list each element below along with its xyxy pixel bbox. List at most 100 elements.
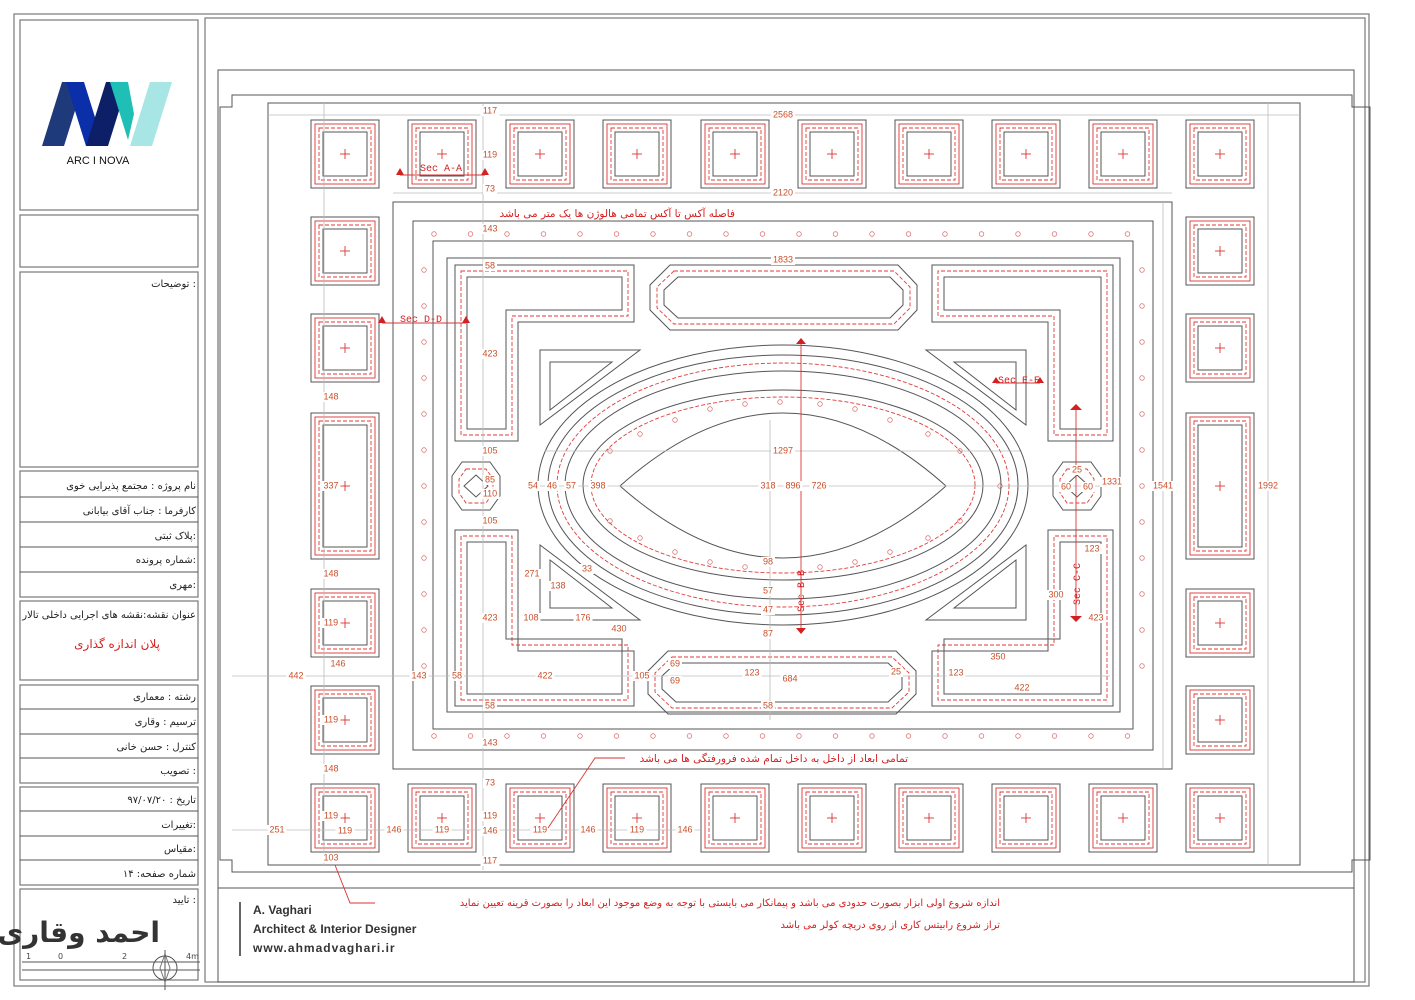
dimension-label: 423 [1088,612,1103,622]
halogen-light [942,733,948,739]
dimension-label: 87 [763,628,773,638]
dimension-label: 105 [482,515,497,525]
coffer-tile [1185,313,1255,383]
halogen-light [650,733,656,739]
dimension-label: 105 [482,445,497,455]
dimension-label: 57 [763,585,773,595]
dimension-label: 1833 [773,254,793,264]
dimension-label: 73 [485,777,495,787]
coffer-tile [797,783,867,853]
dimension-label: 138 [550,580,565,590]
approved-by: تصویب : [160,766,196,777]
halogen-light [1139,339,1145,345]
dimension-label: 896 [785,480,800,490]
note-level-start: تراز شروع رابیتس کاری از روی دریچه کولر … [781,920,1001,931]
coffer-tile [310,313,380,383]
dimension-label: 143 [482,737,497,747]
halogen-light [637,431,643,437]
halogen-light [650,231,656,237]
halogen-light [540,733,547,739]
halogen-light [672,417,678,423]
dimension-label: 58 [452,670,462,680]
halogen-light [613,231,620,237]
halogen-light [887,549,893,555]
square-coffers [310,119,1255,853]
halogen-light [1139,627,1145,633]
dimension-label: 117 [483,105,497,115]
dimension-label: 271 [524,568,539,578]
dimension-label: 85 [485,474,495,484]
dimension-label: 148 [323,568,338,578]
dimension-label: 684 [782,673,797,683]
dimension-label: 73 [485,183,495,193]
halogen-light [504,231,510,237]
dimension-label: 119 [324,714,338,724]
halogen-light [978,231,985,237]
halogen-light [1051,231,1058,237]
coffer-tile [797,119,867,189]
client-name: کارفرما : جناب آقای بیابانی [83,504,197,517]
file-number: شماره پرونده: [136,555,196,566]
halogen-light [925,535,931,541]
halogen-light [1015,733,1021,739]
halogen-light [707,559,713,565]
halogen-light [905,733,912,739]
dimension-label: 123 [948,667,963,677]
coffer-tile [310,119,380,189]
dimension-label: 1331 [1102,476,1122,486]
ceiling-band [267,102,1301,866]
dimension-label: 119 [483,810,497,820]
scale-bar: 1 0 2 4m [22,952,200,971]
dimension-label: 1297 [773,445,793,455]
dimension-label: 33 [582,563,592,573]
halogen-light [942,231,948,237]
halogen-light [869,231,875,237]
dimension-label: 1992 [1258,480,1278,490]
dimension-label: 146 [677,824,692,834]
coffer-tile [1185,412,1255,560]
halogen-light [978,733,985,739]
halogen-light [421,375,427,381]
dimension-label: 57 [566,480,576,490]
scale-tick: 1 [26,952,31,961]
halogen-light [421,411,427,417]
designer-website[interactable]: www.ahmadvaghari.ir [252,941,396,955]
halogen-light [742,564,748,570]
dimension-label: 69 [670,658,680,668]
halogen-light [421,555,427,561]
dimension-label: 2568 [773,109,793,119]
dimension-label: 2120 [773,187,793,197]
dimension-label: 54 [528,480,538,490]
coffer-tile [1185,685,1255,755]
coffer-tile [1185,119,1255,189]
sheet-number: شماره صفحه: ۱۴ [123,869,196,880]
central-oval [537,344,1120,720]
north-arrow-icon [152,950,178,990]
halogen-light [852,559,858,565]
coffer-tile [310,412,380,560]
dimension-label: 119 [630,824,644,834]
halogen-light [925,431,931,437]
dimension-label: 119 [338,825,352,835]
halogen-light [421,483,427,489]
checked-by: کنترل : حسن خانی [116,742,196,753]
signature-logo: احمد وقاری [0,916,160,949]
halogen-light [540,231,547,237]
halogen-light [421,303,427,309]
designer-role: Architect & Interior Designer [253,922,417,936]
dimension-label: 69 [670,675,680,685]
dimension-label: 105 [634,670,649,680]
halogen-light [796,733,802,739]
halogen-light [421,627,427,633]
coffer-tile [602,119,672,189]
dimension-label: 146 [330,658,345,668]
halogen-light [637,535,643,541]
dimension-label: 119 [324,617,338,627]
central-lens [619,412,947,559]
coffer-tile [991,783,1061,853]
halogen-light [1139,555,1145,561]
dimension-labels: 117 2568 119 73 2120 143 58 1833 423 148 105 1297 85… [267,105,1280,866]
coffer-tile [407,119,477,189]
halogen-light [431,231,437,237]
coffer-tile [310,685,380,755]
